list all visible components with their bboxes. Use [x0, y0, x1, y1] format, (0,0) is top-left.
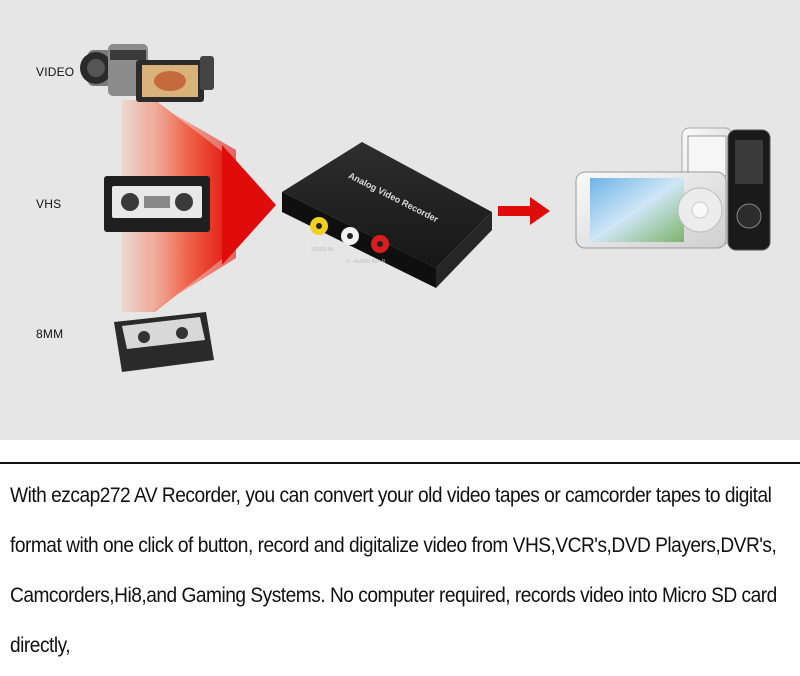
vhs-tape-icon	[104, 176, 210, 232]
product-description: With ezcap272 AV Recorder, you can conve…	[10, 483, 777, 657]
camcorder-icon	[80, 44, 214, 102]
video-in-label: VIDEO IN	[311, 247, 333, 253]
source-label-video: VIDEO	[36, 65, 75, 79]
analog-video-recorder-device: Analog Video Recorder VIDEO IN L—AUDIO I…	[282, 142, 492, 288]
8mm-tape-icon	[114, 312, 214, 372]
source-label-8mm: 8MM	[36, 327, 64, 341]
audio-in-label: L—AUDIO IN—R	[347, 259, 386, 265]
portable-players-icon	[575, 127, 771, 251]
source-label-vhs: VHS	[36, 197, 62, 211]
product-illustration-panel: Analog Video Recorder VIDEO IN L—AUDIO I…	[0, 0, 800, 440]
illustration-graphic: Analog Video Recorder VIDEO IN L—AUDIO I…	[80, 44, 771, 372]
section-divider	[0, 462, 800, 464]
output-arrow-icon	[498, 197, 550, 225]
